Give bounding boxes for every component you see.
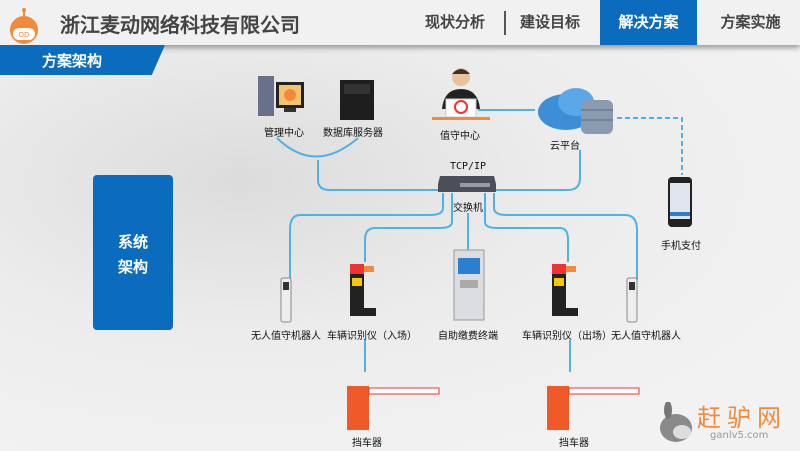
label-kiosk: 自助缴费终端: [438, 331, 498, 342]
line-mgmt-db: [276, 137, 359, 158]
line-switch-lpr-out: [484, 193, 569, 262]
watermark-name: 赶驴网: [697, 404, 787, 432]
nav-solution[interactable]: 解决方案: [600, 0, 697, 45]
label-mobile-pay: 手机支付: [661, 241, 701, 252]
line-switch-robot-right: [493, 193, 638, 280]
nav-status-analysis[interactable]: 现状分析: [424, 13, 485, 31]
label-tcpip: TCP/IP: [449, 161, 487, 172]
watermark-url: ganlv5.com: [710, 430, 769, 441]
line-cloud-phone: [617, 117, 683, 175]
section-tab: 方案架构: [0, 45, 165, 75]
network-switch-icon: [438, 176, 496, 192]
cloud-platform-icon: [538, 88, 613, 134]
line-mgmt-switch: [317, 160, 440, 191]
management-computer-icon: [258, 76, 304, 116]
logo-icon: OD: [10, 8, 38, 44]
lpr-entry-icon: [350, 264, 376, 316]
watermark: 赶驴网 ganlv5.com: [652, 398, 797, 448]
label-switch: 交换机: [453, 203, 483, 214]
system-box-line2: 架构: [117, 258, 148, 276]
section-tab-label: 方案架构: [42, 52, 103, 70]
nav-divider: [504, 11, 506, 35]
mobile-phone-icon: [668, 177, 692, 227]
nav-build-goals[interactable]: 建设目标: [519, 13, 580, 31]
donkey-logo-icon: [660, 402, 692, 442]
label-robot-left: 无人值守机器人: [251, 331, 321, 342]
lpr-exit-icon: [552, 264, 578, 316]
line-switch-robot-left: [289, 193, 444, 280]
label-robot-right: 无人值守机器人: [611, 331, 681, 342]
label-lpr-out: 车辆识别仪（出场）: [522, 331, 612, 342]
barrier-gate-left-icon: [347, 386, 440, 430]
database-server-icon: [340, 80, 374, 120]
nav-implementation[interactable]: 方案实施: [720, 13, 781, 31]
label-db-server: 数据库服务器: [323, 128, 383, 139]
label-cloud: 云平台: [550, 141, 580, 152]
header: OD 浙江麦动网络科技有限公司 现状分析 建设目标 解决方案 方案实施: [0, 0, 800, 45]
robot-right-icon: [626, 277, 638, 323]
self-pay-kiosk-icon: [453, 249, 485, 321]
line-cloud-switch: [496, 150, 581, 191]
company-title: 浙江麦动网络科技有限公司: [60, 13, 300, 37]
label-barrier-left: 挡车器: [352, 438, 382, 449]
duty-operator-icon: [432, 68, 490, 120]
label-lpr-in: 车辆识别仪（入场）: [327, 331, 417, 342]
line-switch-lpr-in: [364, 193, 453, 262]
label-duty-center: 值守中心: [440, 131, 480, 142]
system-box-line1: 系统: [117, 233, 148, 251]
barrier-gate-right-icon: [547, 386, 640, 430]
label-management: 管理中心: [264, 128, 304, 139]
system-architecture-box: 系统架构: [93, 175, 173, 330]
robot-left-icon: [280, 277, 292, 323]
label-barrier-right: 挡车器: [559, 438, 589, 449]
svg-text:OD: OD: [19, 31, 30, 39]
